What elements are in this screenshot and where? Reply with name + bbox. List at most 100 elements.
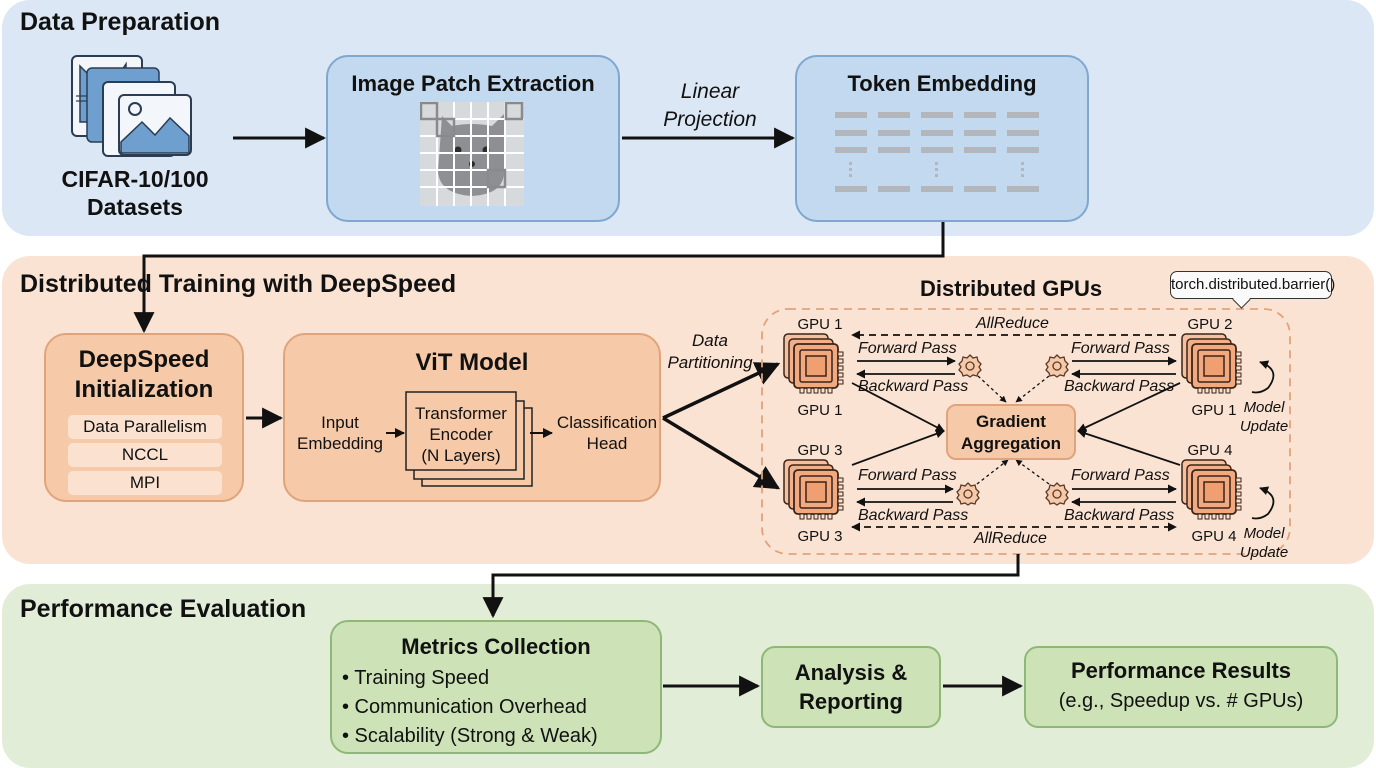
token-bar xyxy=(921,130,953,136)
gpu3-chip-icon xyxy=(783,459,844,520)
barrier-tooltip: torch.distributed.barrier() xyxy=(1170,271,1335,299)
arrow-partition-gpu1 xyxy=(662,362,781,420)
arrow-gpu1-to-gradient xyxy=(851,382,945,432)
data-partitioning-line2: Partitioning xyxy=(667,353,753,372)
analysis-line1: Analysis & xyxy=(794,660,908,685)
metrics-list: • Training Speed • Communication Overhea… xyxy=(342,664,598,751)
gradient-aggregation-box: Gradient Aggregation xyxy=(946,404,1076,460)
token-bar xyxy=(878,130,910,136)
token-embedding-box: Token Embedding xyxy=(795,55,1089,222)
deepspeed-init-box: DeepSpeed Initialization Data Parallelis… xyxy=(44,333,244,502)
token-ellipsis-dot xyxy=(1021,168,1024,171)
arrow-token-to-deepspeed xyxy=(133,222,945,334)
token-bar xyxy=(835,186,867,192)
gpu1-chip-icon xyxy=(783,333,844,394)
gpu2-chip-icon xyxy=(1181,333,1242,394)
token-ellipsis-dot xyxy=(935,162,938,165)
token-bar xyxy=(964,112,996,118)
encoder-line2: Encoder xyxy=(429,425,493,444)
gradient-aggregation-line1: Gradient xyxy=(976,412,1046,431)
token-bar xyxy=(921,147,953,153)
allreduce-top-label: AllReduce xyxy=(976,315,1049,332)
linear-projection-line2: Projection xyxy=(663,108,757,131)
model-update-label-top: Model Update xyxy=(1232,398,1296,436)
model-update-line1: Model xyxy=(1243,399,1285,416)
token-bar xyxy=(878,112,910,118)
backward-pass-label-1: Backward Pass xyxy=(858,378,969,395)
token-bar xyxy=(1007,130,1039,136)
dotted-gear4-to-gradient xyxy=(1015,459,1050,485)
token-bar xyxy=(835,147,867,153)
linear-projection-line1: Linear xyxy=(680,80,740,103)
deepspeed-init-title-line1: DeepSpeed xyxy=(78,346,210,373)
image-stack-icon xyxy=(71,55,192,157)
distributed-gpus-title: Distributed GPUs xyxy=(920,276,1103,301)
analysis-reporting-label: Analysis & Reporting xyxy=(763,658,939,716)
token-bar xyxy=(878,186,910,192)
forward-pass-label-2: Forward Pass xyxy=(1071,340,1170,357)
backward-pass-label-2: Backward Pass xyxy=(1064,378,1175,395)
gpu-cluster-border xyxy=(761,308,1291,555)
performance-results-title: Performance Results xyxy=(1070,658,1292,683)
performance-results-subtitle: (e.g., Speedup vs. # GPUs) xyxy=(1058,690,1304,712)
gpu4-bottom-label: GPU 4 xyxy=(1191,528,1237,545)
gear-icon-3 xyxy=(956,482,980,506)
dotted-gear1-to-gradient xyxy=(977,375,1007,403)
token-ellipsis-dot xyxy=(849,174,852,177)
token-ellipsis-dot xyxy=(935,168,938,171)
gpu1-bottom-label: GPU 1 xyxy=(797,402,843,419)
token-ellipsis-dot xyxy=(1021,174,1024,177)
performance-evaluation-title: Performance Evaluation xyxy=(20,595,307,623)
gpu2-bottom-label: GPU 1 xyxy=(1191,402,1237,419)
head-line1: Classification xyxy=(556,413,658,432)
arrow-gpus-to-metrics xyxy=(482,554,1020,619)
token-bar xyxy=(878,147,910,153)
dataset-name: CIFAR-10/100 xyxy=(61,166,209,192)
token-embedding-title: Token Embedding xyxy=(847,71,1037,96)
token-bar xyxy=(964,130,996,136)
token-bar xyxy=(1007,186,1039,192)
gpu3-top-label: GPU 3 xyxy=(797,442,843,459)
gear-icon-1 xyxy=(958,354,982,378)
model-update-line2: Update xyxy=(1239,418,1289,435)
gpu3-bottom-label: GPU 3 xyxy=(797,528,843,545)
forward-pass-label-4: Forward Pass xyxy=(1071,467,1170,484)
token-bar xyxy=(835,112,867,118)
token-ellipsis-dot xyxy=(935,174,938,177)
arrow-gpu4-to-gradient xyxy=(1077,429,1181,466)
gradient-aggregation-line2: Aggregation xyxy=(960,434,1062,453)
allreduce-bottom-label: AllReduce xyxy=(974,530,1047,547)
backward-pass-label-4: Backward Pass xyxy=(1064,507,1175,524)
transformer-encoder-label: Transformer Encoder (N Layers) xyxy=(406,403,516,466)
gear-icon-2 xyxy=(1045,354,1069,378)
data-preparation-section xyxy=(2,0,1374,236)
model-update-loop-icon-bottom xyxy=(1251,486,1275,520)
deepspeed-init-title-line2: Initialization xyxy=(74,376,214,403)
data-partitioning-line1: Data xyxy=(692,331,728,350)
gpu1-top-label: GPU 1 xyxy=(797,316,843,333)
token-grid-icon xyxy=(835,112,1039,192)
classification-head-label: Classification Head xyxy=(552,412,662,454)
patch-extraction-title: Image Patch Extraction xyxy=(351,71,595,96)
dataset-label: CIFAR-10/100 Datasets xyxy=(40,165,230,221)
input-embedding-line2: Embedding xyxy=(296,434,383,453)
performance-results-box: Performance Results (e.g., Speedup vs. #… xyxy=(1024,646,1338,728)
arrow-gpu2-to-gradient xyxy=(1077,382,1181,432)
metrics-collection-title: Metrics Collection xyxy=(401,634,591,659)
token-ellipsis-dot xyxy=(849,168,852,171)
arrow-partition-gpu3 xyxy=(662,416,781,490)
token-ellipsis-dot xyxy=(1021,162,1024,165)
model-update-label-bottom: Model Update xyxy=(1232,524,1296,562)
data-preparation-title: Data Preparation xyxy=(20,8,221,36)
input-embedding-line1: Input xyxy=(321,413,359,432)
token-ellipsis-dot xyxy=(849,162,852,165)
encoder-line1: Transformer xyxy=(415,404,507,423)
deepspeed-item-mpi: MPI xyxy=(68,471,222,495)
gear-icon-4 xyxy=(1045,482,1069,506)
data-partitioning-label: Data Partitioning xyxy=(660,330,760,374)
gpu4-top-label: GPU 4 xyxy=(1187,442,1233,459)
distributed-training-title: Distributed Training with DeepSpeed xyxy=(20,270,457,298)
gpu4-chip-icon xyxy=(1181,459,1242,520)
model-update-line2: Update xyxy=(1239,544,1289,561)
backward-pass-label-3: Backward Pass xyxy=(858,507,969,524)
